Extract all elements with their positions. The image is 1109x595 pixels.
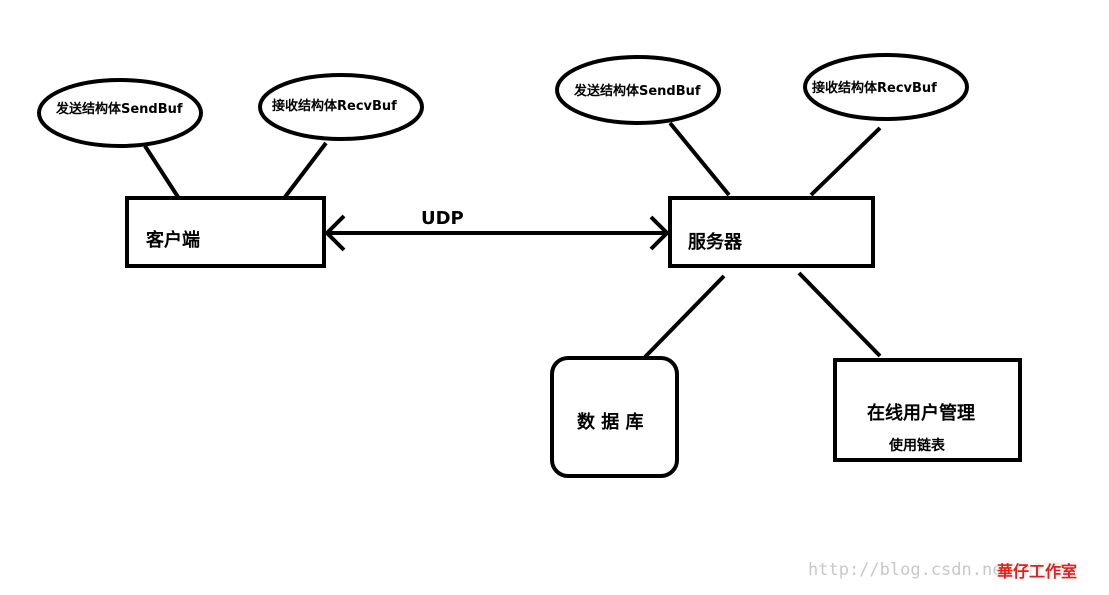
client-send-struct-ellipse xyxy=(37,78,203,148)
server-recv-struct-label: 接收结构体RecvBuf xyxy=(812,81,937,96)
client-box-label: 客户端 xyxy=(146,230,200,251)
user-management-box xyxy=(833,358,1022,462)
client-recv-connector xyxy=(283,141,328,199)
client-send-struct-label: 发送结构体SendBuf xyxy=(56,102,183,117)
user-management-title: 在线用户管理 xyxy=(867,403,975,424)
server-database-connector xyxy=(643,274,726,359)
server-recv-connector xyxy=(809,126,882,197)
udp-arrowhead-left xyxy=(324,214,346,252)
client-recv-struct-ellipse xyxy=(258,73,424,141)
server-recv-struct-ellipse xyxy=(803,53,969,121)
udp-arrowhead-right xyxy=(649,215,670,251)
client-recv-struct-label: 接收结构体RecvBuf xyxy=(272,99,397,114)
database-box xyxy=(550,356,679,478)
database-label: 数 据 库 xyxy=(577,412,644,433)
client-send-connector xyxy=(143,144,180,199)
server-send-struct-ellipse xyxy=(555,55,721,125)
client-box xyxy=(125,196,326,268)
server-box-label: 服务器 xyxy=(688,232,742,253)
server-usermgmt-connector xyxy=(797,271,882,358)
server-send-connector xyxy=(668,121,731,197)
server-box xyxy=(668,196,875,268)
user-management-subtitle: 使用链表 xyxy=(889,438,945,454)
watermark-studio: 華仔工作室 xyxy=(997,558,1078,582)
server-send-struct-label: 发送结构体SendBuf xyxy=(574,84,701,99)
udp-protocol-label: UDP xyxy=(421,208,464,229)
